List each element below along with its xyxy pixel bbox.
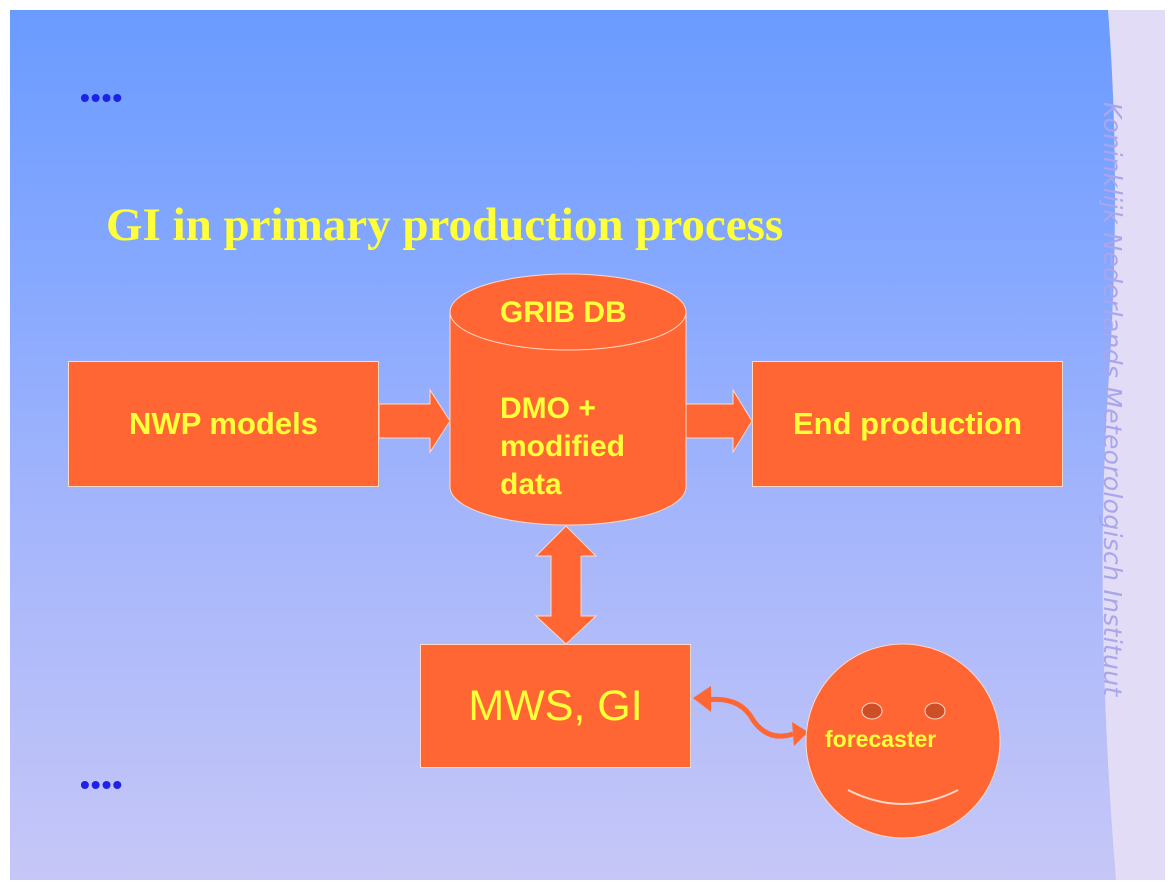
nwp-models-box: NWP models — [68, 361, 379, 487]
side-band — [1102, 10, 1165, 880]
mws-gi-box: MWS, GI — [420, 644, 691, 768]
diagram-shapes — [378, 273, 1001, 839]
arrow-nwp-to-db — [378, 388, 451, 454]
db-content-label: DMO + modified data — [500, 390, 625, 504]
grib-db-cylinder — [449, 273, 687, 526]
dots-top: •••• — [80, 82, 124, 113]
forecaster-face — [805, 643, 1001, 839]
arrow-db-to-end — [685, 388, 753, 454]
arrow-mws-forecaster — [693, 686, 808, 746]
slide: Koninklijk Nederlands Meteorologisch Ins… — [10, 10, 1165, 880]
db-line-2: modified — [500, 430, 625, 463]
db-line-3: data — [500, 468, 562, 501]
smile — [847, 789, 959, 805]
left-eye — [861, 702, 883, 720]
end-production-box: End production — [752, 361, 1063, 487]
slide-title: GI in primary production process — [106, 199, 784, 251]
forecaster-label: forecaster — [825, 726, 937, 752]
dots-bottom: •••• — [80, 769, 124, 800]
grib-db-label: GRIB DB — [500, 296, 627, 329]
db-line-1: DMO + — [500, 392, 596, 425]
arrow-db-mws — [534, 525, 598, 645]
right-eye — [924, 702, 946, 720]
